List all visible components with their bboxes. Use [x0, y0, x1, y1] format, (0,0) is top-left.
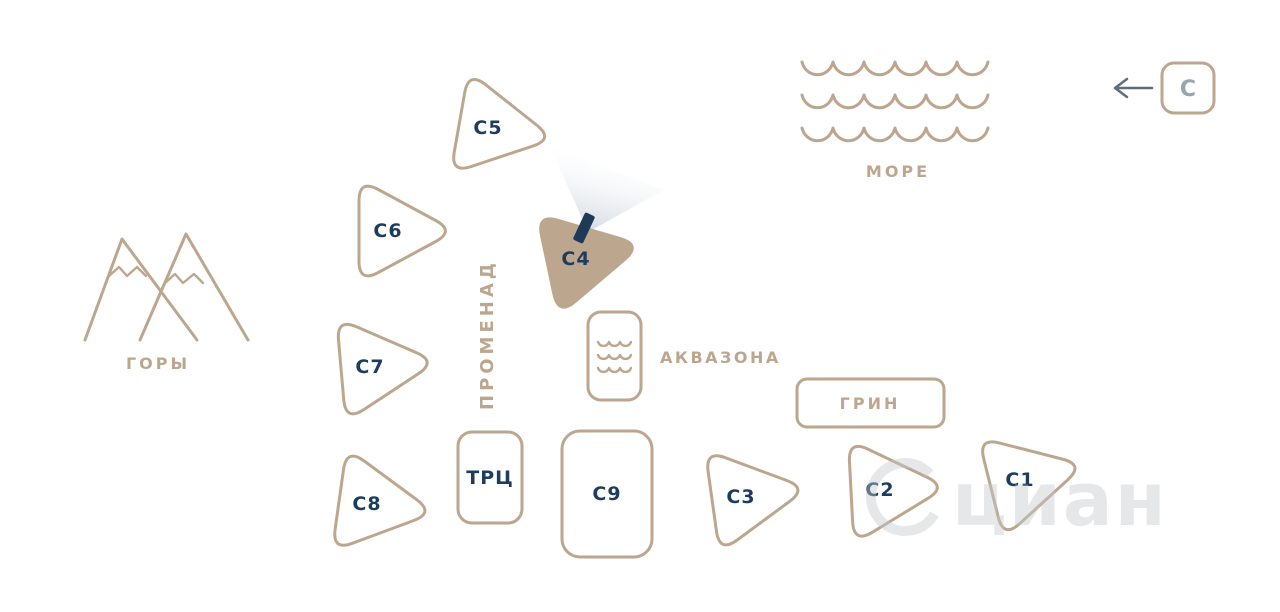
building-c9-label: С9 — [592, 483, 621, 505]
building-c6-label: С6 — [373, 220, 402, 242]
building-mall-label: ТРЦ — [466, 467, 514, 489]
building-mall[interactable]: ТРЦ — [456, 430, 524, 525]
building-c5-label: С5 — [473, 117, 502, 139]
building-c9-shape — [560, 429, 654, 559]
mountains-label: ГОРЫ — [126, 354, 190, 373]
aqua-zone-waves-icon — [596, 340, 633, 374]
building-c8[interactable]: С8 — [331, 453, 433, 558]
mountains-illustration — [83, 232, 250, 342]
sea-wave-row-3 — [800, 126, 990, 143]
compass-arrow-icon — [1113, 77, 1154, 99]
building-c6[interactable]: С6 — [357, 184, 447, 278]
building-mall-shape — [456, 430, 524, 525]
aqua-zone[interactable]: АКВАЗОНА — [586, 310, 781, 402]
c4-spotlight-marker-icon — [573, 212, 595, 244]
building-c8-shape — [331, 453, 433, 558]
promenade-label: ПРОМЕНАД — [477, 259, 498, 410]
building-c1[interactable]: С1 — [978, 422, 1088, 534]
building-c5[interactable]: С5 — [450, 76, 554, 183]
compass-north-letter: С — [1180, 77, 1196, 102]
building-c1-label: С1 — [1005, 469, 1034, 491]
sea-label: МОРЕ — [866, 162, 930, 181]
building-c7[interactable]: С7 — [335, 316, 433, 417]
aqua-zone-shape — [586, 310, 643, 402]
mountain-right-snowline — [163, 272, 205, 285]
sea-wave-row-2 — [800, 93, 990, 110]
building-c4[interactable]: С4 — [536, 201, 644, 311]
compass-box — [1160, 61, 1216, 115]
building-c9[interactable]: С9 — [560, 429, 654, 559]
green-zone-shape — [795, 377, 946, 429]
sea-waves-illustration — [800, 60, 990, 143]
mountain-left-snowline — [107, 265, 148, 278]
aqua-zone-label: АКВАЗОНА — [660, 348, 781, 367]
green-zone-label: ГРИН — [840, 394, 901, 413]
building-c3[interactable]: С3 — [704, 443, 806, 548]
watermark: циан — [866, 457, 1168, 543]
green-zone[interactable]: ГРИН — [795, 377, 946, 429]
watermark-logo-icon — [866, 458, 944, 536]
sea-wave-row-1 — [800, 60, 990, 77]
building-c2-label: С2 — [865, 479, 894, 501]
c4-spotlight-beam — [550, 146, 664, 232]
building-c3-label: С3 — [726, 486, 755, 508]
mountain-right-outline — [138, 232, 250, 342]
building-c7-label: С7 — [355, 356, 384, 378]
building-c8-label: С8 — [352, 493, 381, 515]
watermark-label: циан — [952, 457, 1168, 543]
building-c2[interactable]: С2 — [847, 440, 942, 539]
compass: С — [1113, 61, 1216, 115]
building-c4-label: С4 — [561, 248, 590, 270]
mountain-left-outline — [83, 237, 199, 342]
